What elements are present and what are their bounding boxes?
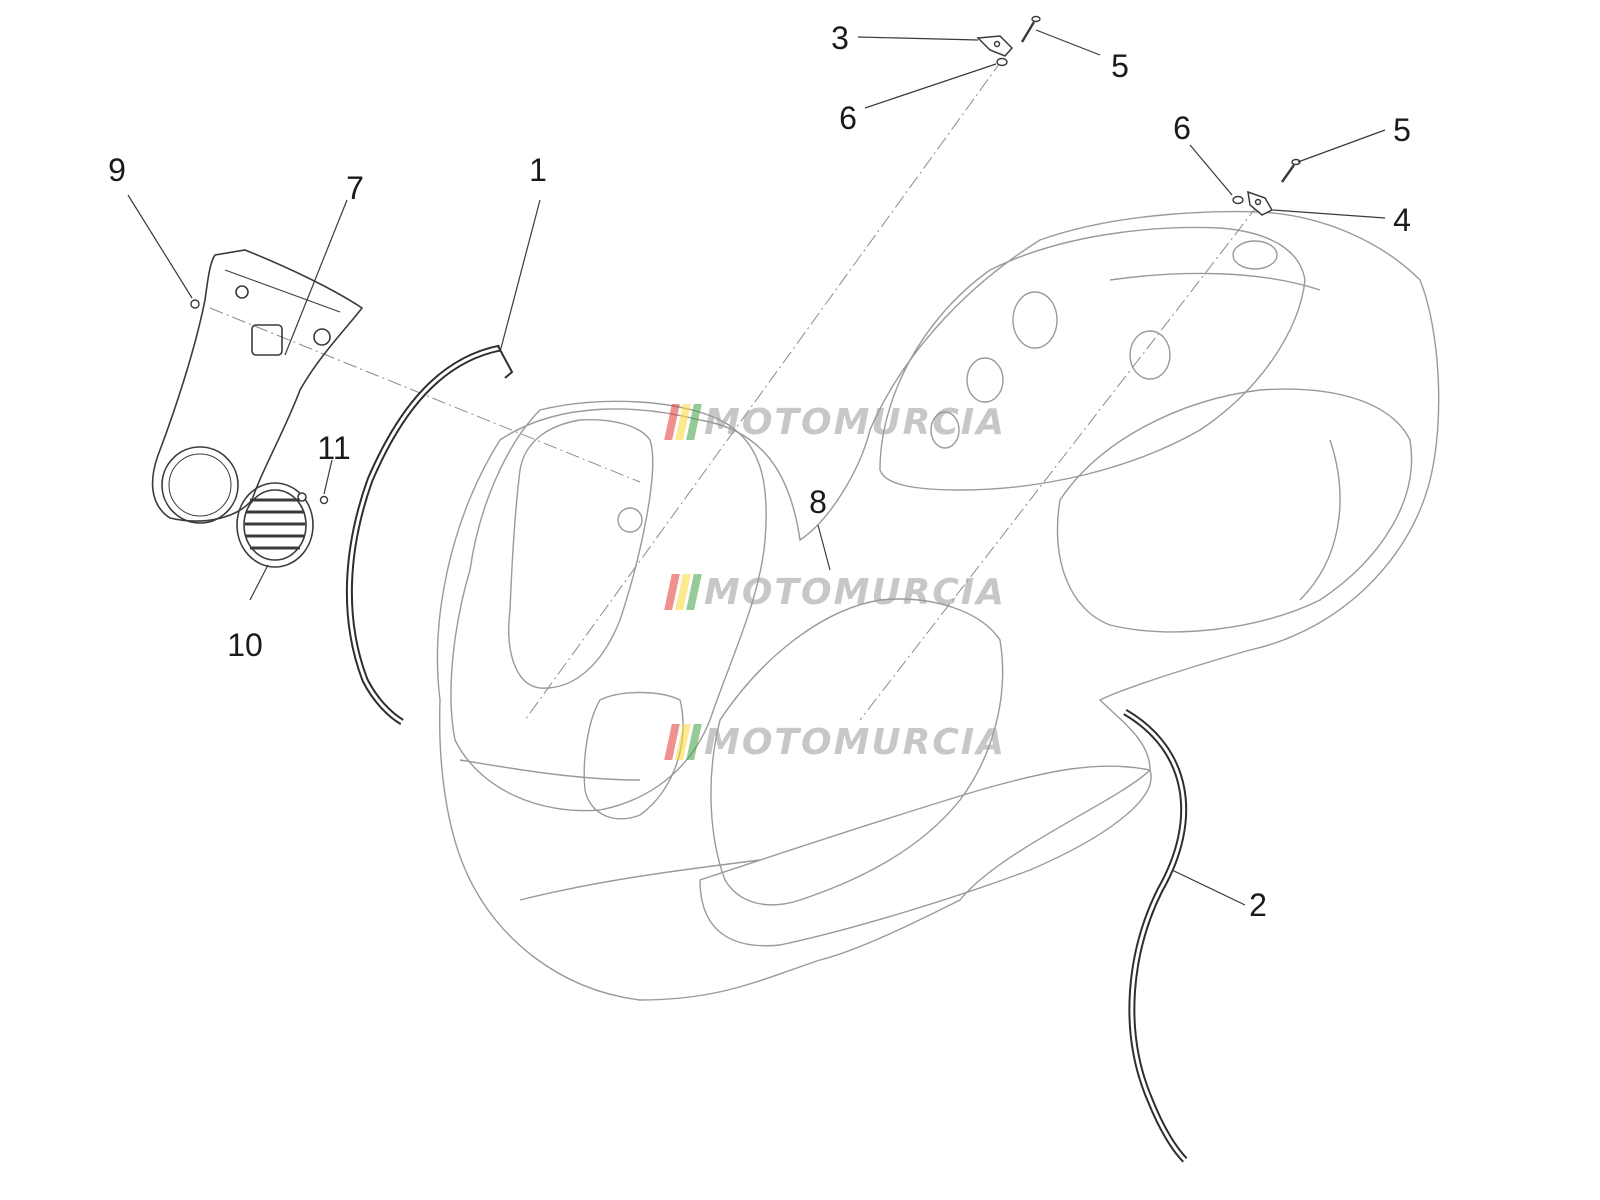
assembly-line-right bbox=[859, 204, 1259, 721]
bracket-part-4 bbox=[1247, 190, 1274, 216]
edge-trim-part-2 bbox=[1123, 708, 1188, 1163]
body-port-3 bbox=[966, 357, 1004, 403]
watermark-text: MOTOMURCIA bbox=[704, 571, 1007, 613]
leader-5b bbox=[1297, 129, 1386, 163]
callout-5b: 5 bbox=[1393, 112, 1411, 148]
screw-part-5b bbox=[1281, 158, 1301, 183]
leader-3 bbox=[857, 36, 979, 41]
callout-4: 4 bbox=[1393, 202, 1411, 238]
callout-6a: 6 bbox=[839, 100, 857, 136]
watermark-3: MOTOMURCIA bbox=[664, 721, 1007, 763]
leader-2 bbox=[1171, 869, 1246, 906]
leader-lines bbox=[127, 29, 1386, 906]
handlebar-cover-round-opening bbox=[161, 446, 239, 524]
callout-5a: 5 bbox=[1111, 48, 1129, 84]
callout-9: 9 bbox=[108, 152, 126, 188]
side-panel bbox=[1056, 388, 1413, 633]
body-contour-3 bbox=[1299, 439, 1341, 601]
handlebar-cover-clip bbox=[251, 324, 283, 356]
nut-part-6b bbox=[1232, 195, 1244, 205]
callout-3: 3 bbox=[831, 20, 849, 56]
callout-2: 2 bbox=[1249, 887, 1267, 923]
leader-10 bbox=[249, 564, 269, 601]
leader-6b bbox=[1189, 144, 1233, 196]
shield-recess bbox=[508, 418, 654, 689]
front-shield bbox=[450, 400, 767, 812]
seat-well bbox=[879, 226, 1306, 491]
leader-11 bbox=[323, 459, 333, 495]
callout-8: 8 bbox=[809, 484, 827, 520]
body-contour-2 bbox=[1109, 272, 1321, 291]
floor-tunnel bbox=[710, 598, 1004, 906]
leader-1 bbox=[499, 199, 541, 353]
watermark-stripes bbox=[664, 574, 702, 610]
handlebar-cover bbox=[151, 249, 364, 524]
callout-11: 11 bbox=[317, 430, 351, 466]
callout-6b: 6 bbox=[1173, 110, 1191, 146]
watermark-text: MOTOMURCIA bbox=[704, 721, 1007, 763]
body-port-1 bbox=[1012, 291, 1058, 349]
edge-trim-part-1 bbox=[345, 344, 514, 726]
body-port-6 bbox=[617, 507, 643, 533]
body-contour-4 bbox=[459, 759, 641, 781]
watermark-1: MOTOMURCIA bbox=[664, 401, 1007, 443]
watermark-stripes bbox=[664, 404, 702, 440]
screw-part-5a bbox=[1020, 15, 1041, 43]
assembly-line-top bbox=[524, 59, 1003, 721]
callout-10: 10 bbox=[227, 627, 263, 663]
horn-grille bbox=[236, 482, 314, 568]
screw-part-9 bbox=[190, 299, 200, 309]
body-port-4 bbox=[930, 411, 960, 449]
leader-5a bbox=[1035, 29, 1101, 56]
handlebar-cover-outline bbox=[151, 249, 364, 522]
callout-1: 1 bbox=[529, 152, 547, 188]
watermark-2: MOTOMURCIA bbox=[664, 571, 1007, 613]
body-port-2 bbox=[1129, 330, 1171, 380]
leader-9 bbox=[127, 194, 193, 299]
nut-part-6a bbox=[996, 57, 1008, 67]
body-contour-1 bbox=[519, 859, 761, 901]
leader-8 bbox=[817, 524, 831, 571]
bracket-part-3 bbox=[976, 35, 1014, 57]
leader-6a bbox=[864, 63, 997, 109]
body-outer-outline bbox=[436, 210, 1440, 1001]
scooter-body bbox=[436, 210, 1440, 1001]
body-port-5 bbox=[1232, 240, 1278, 270]
leader-4 bbox=[1272, 209, 1386, 219]
watermark-stripes bbox=[664, 724, 702, 760]
screw-part-11 bbox=[319, 495, 329, 505]
callout-7: 7 bbox=[346, 170, 364, 206]
floorboard bbox=[699, 765, 1152, 947]
leader-7 bbox=[284, 199, 348, 356]
watermark-text: MOTOMURCIA bbox=[704, 401, 1007, 443]
lower-opening bbox=[583, 691, 684, 820]
